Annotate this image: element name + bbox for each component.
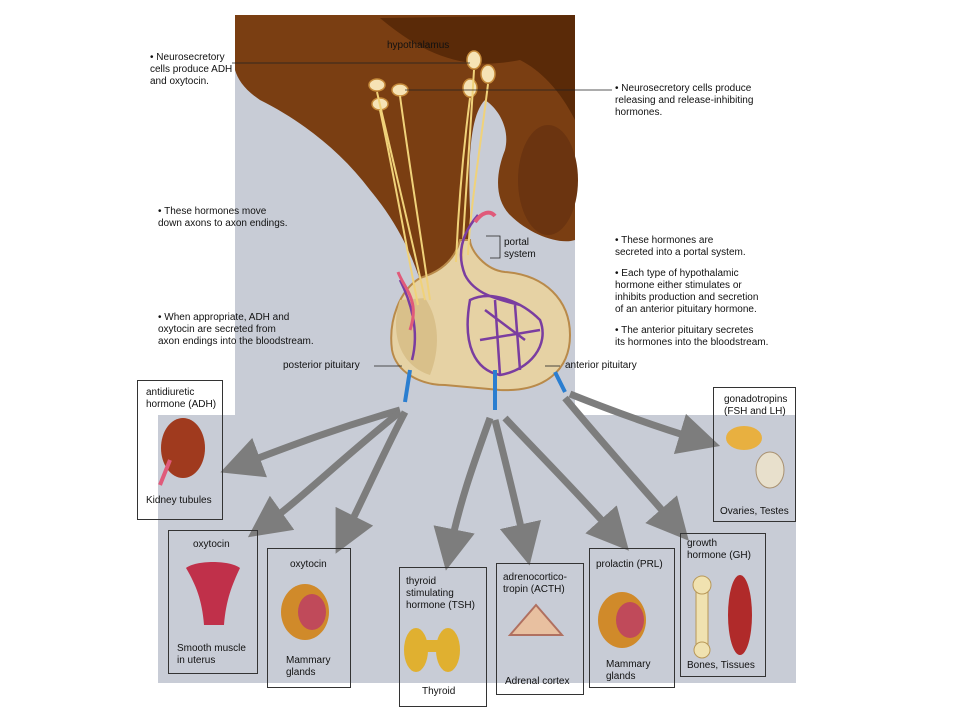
mammary-illustration-1 [281,584,329,640]
organ-label: Smooth muscle in uterus [177,643,246,666]
portal-system-label: portal system [504,237,536,260]
kidney-illustration [158,418,205,486]
hormones-move-text: • These hormones move down axons to axon… [158,206,288,229]
ovary-testis-illustration [726,426,785,489]
anterior-secretes-text: • The anterior pituitary secretes its ho… [615,325,769,348]
portal-vessels [398,214,544,377]
target-box-prl-mammary: prolactin (PRL) Mammary glands [589,548,675,688]
hormone-label: thyroid stimulating hormone (TSH) [406,576,475,611]
organ-label: Ovaries, Testes [720,506,789,517]
hormone-arrows [220,390,721,571]
hormone-label: oxytocin [193,539,230,550]
posterior-pituitary-label: posterior pituitary [283,360,360,371]
target-box-acth-adrenal: adrenocortico- tropin (ACTH) Adrenal cor… [496,563,584,695]
organ-label: Mammary glands [606,659,651,682]
each-type-text: • Each type of hypothalamic hormone eith… [615,268,759,315]
target-box-gh-bones: growth hormone (GH) Bones, Tissues [680,533,766,677]
veins-out [403,369,567,410]
organ-label: Mammary glands [286,655,331,678]
mammary-illustration-2 [598,592,646,648]
muscle-illustration [728,575,752,655]
axons [376,69,489,306]
target-box-tsh-thyroid: thyroid stimulating hormone (TSH) Thyroi… [399,567,487,707]
brain-lobe [518,125,578,235]
secreted-portal-text: • These hormones are secreted into a por… [615,235,746,258]
artery-in [473,210,497,224]
thyroid-illustration [404,628,460,672]
hypothalamus-label: hypothalamus [387,40,450,51]
organ-label: Bones, Tissues [687,660,755,671]
bone-illustration [692,575,712,659]
leader-lines [232,62,612,367]
adrenal-illustration [507,603,565,636]
hormone-label: antidiuretic hormone (ADH) [146,387,217,410]
organ-label: Thyroid [422,686,456,697]
hormone-label: growth hormone (GH) [687,538,751,561]
anterior-pituitary-label: anterior pituitary [565,360,637,371]
hormone-label: oxytocin [290,559,327,570]
neuro-releasing-text: • Neurosecretory cells produce releasing… [615,83,754,118]
target-box-oxytocin-mammary: oxytocin Mammary glands [267,548,351,688]
neuro-adh-text: • Neurosecretory cells produce ADH and o… [150,52,233,87]
hormone-label: gonadotropins (FSH and LH) [724,394,788,417]
posterior-lobe [395,298,437,375]
posterior-artery [396,271,415,331]
target-box-gonadotropins: gonadotropins (FSH and LH) Ovaries, Test… [713,387,796,522]
hormone-label: prolactin (PRL) [596,559,663,570]
when-appropriate-text: • When appropriate, ADH and oxytocin are… [158,312,314,347]
target-box-oxytocin-uterus: oxytocin Smooth muscle in uterus [168,530,258,674]
target-box-adh-kidney: antidiuretic hormone (ADH) Kidney tubule… [137,380,223,520]
organ-label: Kidney tubules [146,495,212,506]
organ-label: Adrenal cortex [505,676,570,687]
uterus-illustration [186,562,240,625]
hormone-label: adrenocortico- tropin (ACTH) [503,572,567,595]
brain-fold [380,15,575,120]
